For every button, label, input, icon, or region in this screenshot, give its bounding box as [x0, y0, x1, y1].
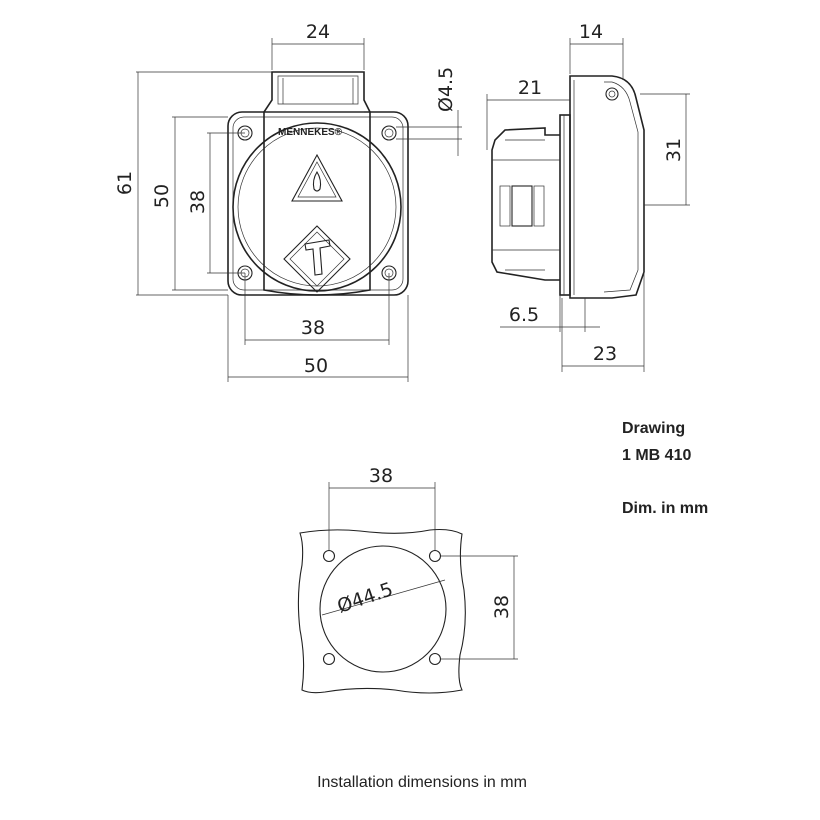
side-rear-body: [491, 127, 560, 281]
dim-61: 61: [114, 171, 136, 195]
mounting-holes: [237, 125, 397, 281]
dim-38-horizontal: 38: [301, 317, 325, 339]
dim-6-5: 6.5: [509, 304, 539, 326]
dim-50-horizontal: 50: [304, 355, 328, 377]
diamond-symbol-icon: [283, 225, 351, 293]
cutout-holes: [322, 549, 442, 666]
dim-cutout-38-top: 38: [369, 465, 393, 487]
dim-38-vertical: 38: [187, 190, 209, 214]
installation-cutout: Ø44.5 38 38 Installation dimensions in m…: [297, 465, 527, 791]
dim-21: 21: [518, 77, 542, 99]
brand-label: MENNEKES®: [278, 127, 343, 138]
dim-31: 31: [663, 138, 685, 162]
panel-outline: [297, 528, 466, 694]
installation-caption: Installation dimensions in mm: [317, 774, 527, 791]
units-note: Dim. in mm: [622, 500, 708, 517]
dim-hole-diameter: Ø4.5: [435, 67, 457, 112]
dim-24: 24: [306, 21, 330, 43]
dim-14: 14: [579, 21, 603, 43]
front-view: MENNEKES® 24 Ø4.5 61 50: [114, 21, 462, 382]
front-flange: [227, 111, 409, 296]
drawing-number: 1 MB 410: [622, 447, 691, 464]
cutout-circle: [319, 545, 447, 673]
socket-body: [232, 122, 402, 292]
drawing-label: Drawing: [622, 420, 685, 437]
dim-cutout-38-right: 38: [491, 595, 513, 619]
dim-23: 23: [593, 343, 617, 365]
side-lid-profile: [569, 75, 645, 299]
hinged-lid: [263, 71, 371, 296]
side-view: 14 21 31 6.5 23: [486, 21, 690, 372]
warning-triangle-icon: [291, 153, 343, 202]
dim-50-vertical: 50: [151, 184, 173, 208]
drawing-notes: Drawing 1 MB 410 Dim. in mm: [622, 420, 708, 517]
dim-cutout-diameter: Ø44.5: [334, 578, 395, 617]
